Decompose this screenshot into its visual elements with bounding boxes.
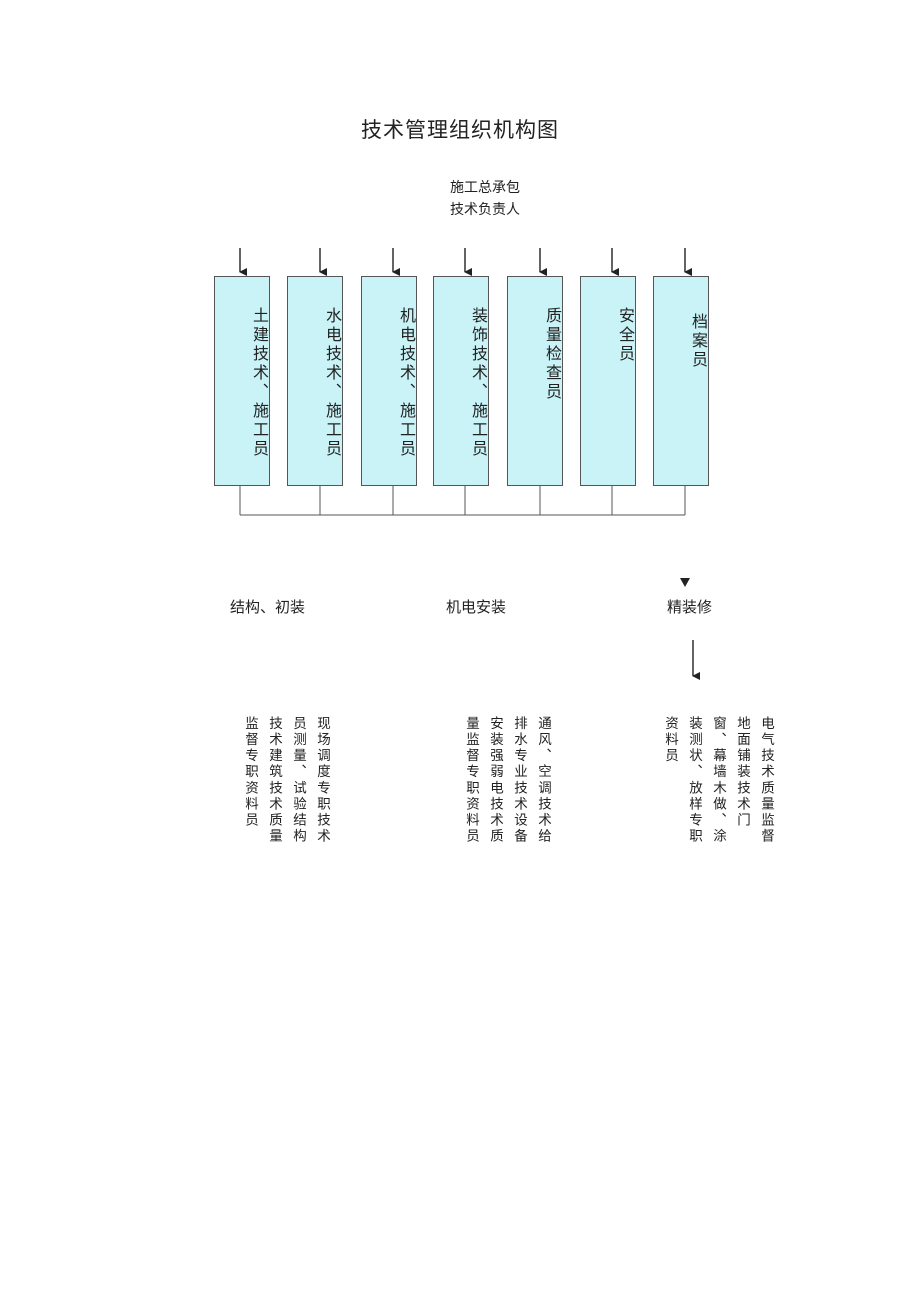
page-title: 技术管理组织机构图	[361, 118, 559, 142]
group-label-structure: 结构、初装	[230, 598, 306, 616]
top-node-line-1: 施工总承包	[450, 180, 520, 196]
role-label-archivist: 档案员	[689, 313, 708, 370]
duties-mep: 通风、空调技术给排水专业技术设备安装强弱电技术质量监督专职资料员	[463, 716, 551, 845]
role-box-safety-officer: 安全员	[580, 276, 636, 486]
role-label-safety-officer: 安全员	[616, 307, 635, 364]
duties-structure: 现场调度专职技术员测量、试验结构技术建筑技术质量监督专职资料员	[242, 716, 330, 845]
role-box-decoration: 装饰技术、施工员	[433, 276, 489, 486]
role-box-civil: 土建技术、施工员	[214, 276, 270, 486]
role-box-mechanical-electrical: 机电技术、施工员	[361, 276, 417, 486]
group-label-finish: 精装修	[667, 598, 713, 616]
group-label-mep: 机电安装	[446, 598, 507, 616]
role-label-decoration: 装饰技术、施工员	[469, 307, 488, 459]
role-label-mechanical-electrical: 机电技术、施工员	[397, 307, 416, 459]
role-label-plumbing-electrical: 水电技术、施工员	[323, 307, 342, 459]
role-label-quality-inspector: 质量检查员	[543, 307, 562, 402]
role-label-civil: 土建技术、施工员	[250, 307, 269, 459]
top-node-line-2: 技术负责人	[450, 202, 520, 218]
arrow-finish-small	[680, 578, 690, 587]
role-box-plumbing-electrical: 水电技术、施工员	[287, 276, 343, 486]
role-box-quality-inspector: 质量检查员	[507, 276, 563, 486]
role-box-archivist: 档案员	[653, 276, 709, 486]
duties-finish: 电气技术质量监督地面铺装技术门窗、幕墙木做、涂装测状、放样专职资料员	[662, 716, 774, 845]
